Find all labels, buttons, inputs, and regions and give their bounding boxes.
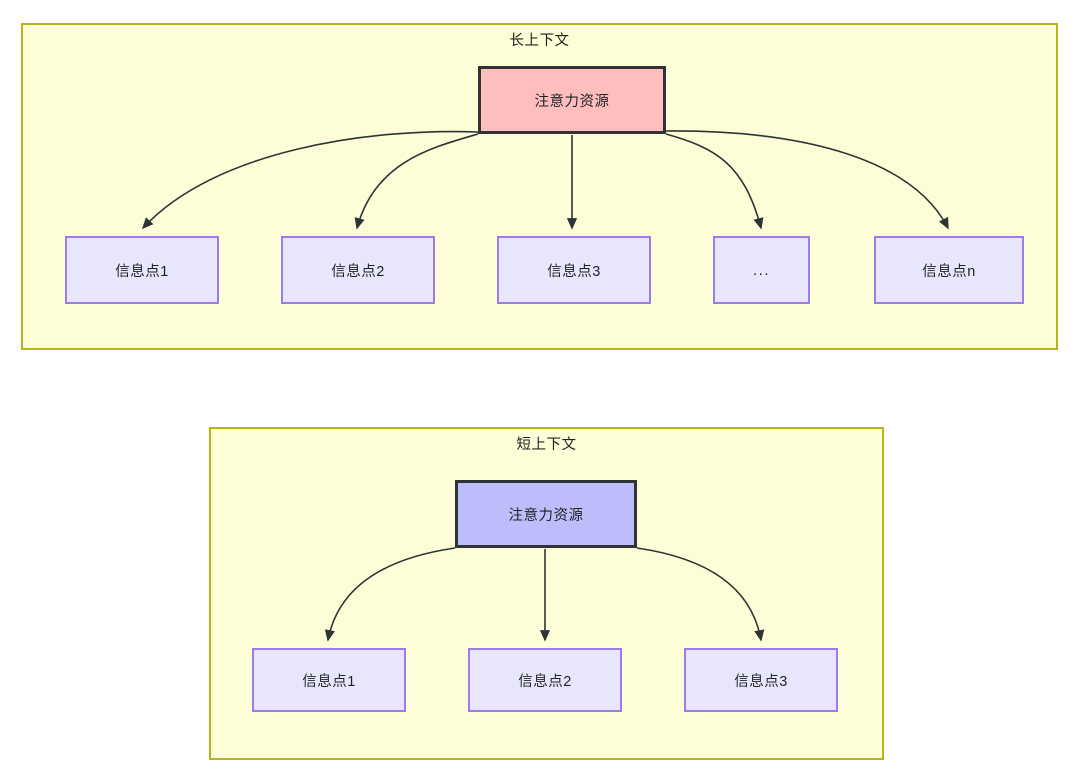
node-long-attention-resource[interactable]: 注意力资源 <box>478 66 666 134</box>
node-label: 信息点1 <box>115 263 169 280</box>
node-label: 信息点2 <box>518 673 572 690</box>
node-short-info-point-2[interactable]: 信息点2 <box>468 648 622 712</box>
node-long-info-point-2[interactable]: 信息点2 <box>281 236 435 304</box>
node-label: ... <box>752 261 770 279</box>
group-long-context-title: 长上下文 <box>509 33 570 49</box>
node-label: 信息点2 <box>331 263 385 280</box>
group-short-context-title: 短上下文 <box>516 437 577 453</box>
node-label: 信息点3 <box>734 673 788 690</box>
node-short-attention-resource[interactable]: 注意力资源 <box>455 480 637 548</box>
node-long-info-point-1[interactable]: 信息点1 <box>65 236 219 304</box>
node-label: 注意力资源 <box>508 507 584 524</box>
node-label: 信息点3 <box>547 263 601 280</box>
node-short-info-point-3[interactable]: 信息点3 <box>684 648 838 712</box>
node-long-info-point-3[interactable]: 信息点3 <box>497 236 651 304</box>
node-long-info-point-n[interactable]: 信息点n <box>874 236 1024 304</box>
node-long-info-point-ellipsis[interactable]: ... <box>713 236 810 304</box>
node-label: 信息点n <box>922 263 976 280</box>
node-short-info-point-1[interactable]: 信息点1 <box>252 648 406 712</box>
node-label: 信息点1 <box>302 673 356 690</box>
node-label: 注意力资源 <box>534 93 610 110</box>
